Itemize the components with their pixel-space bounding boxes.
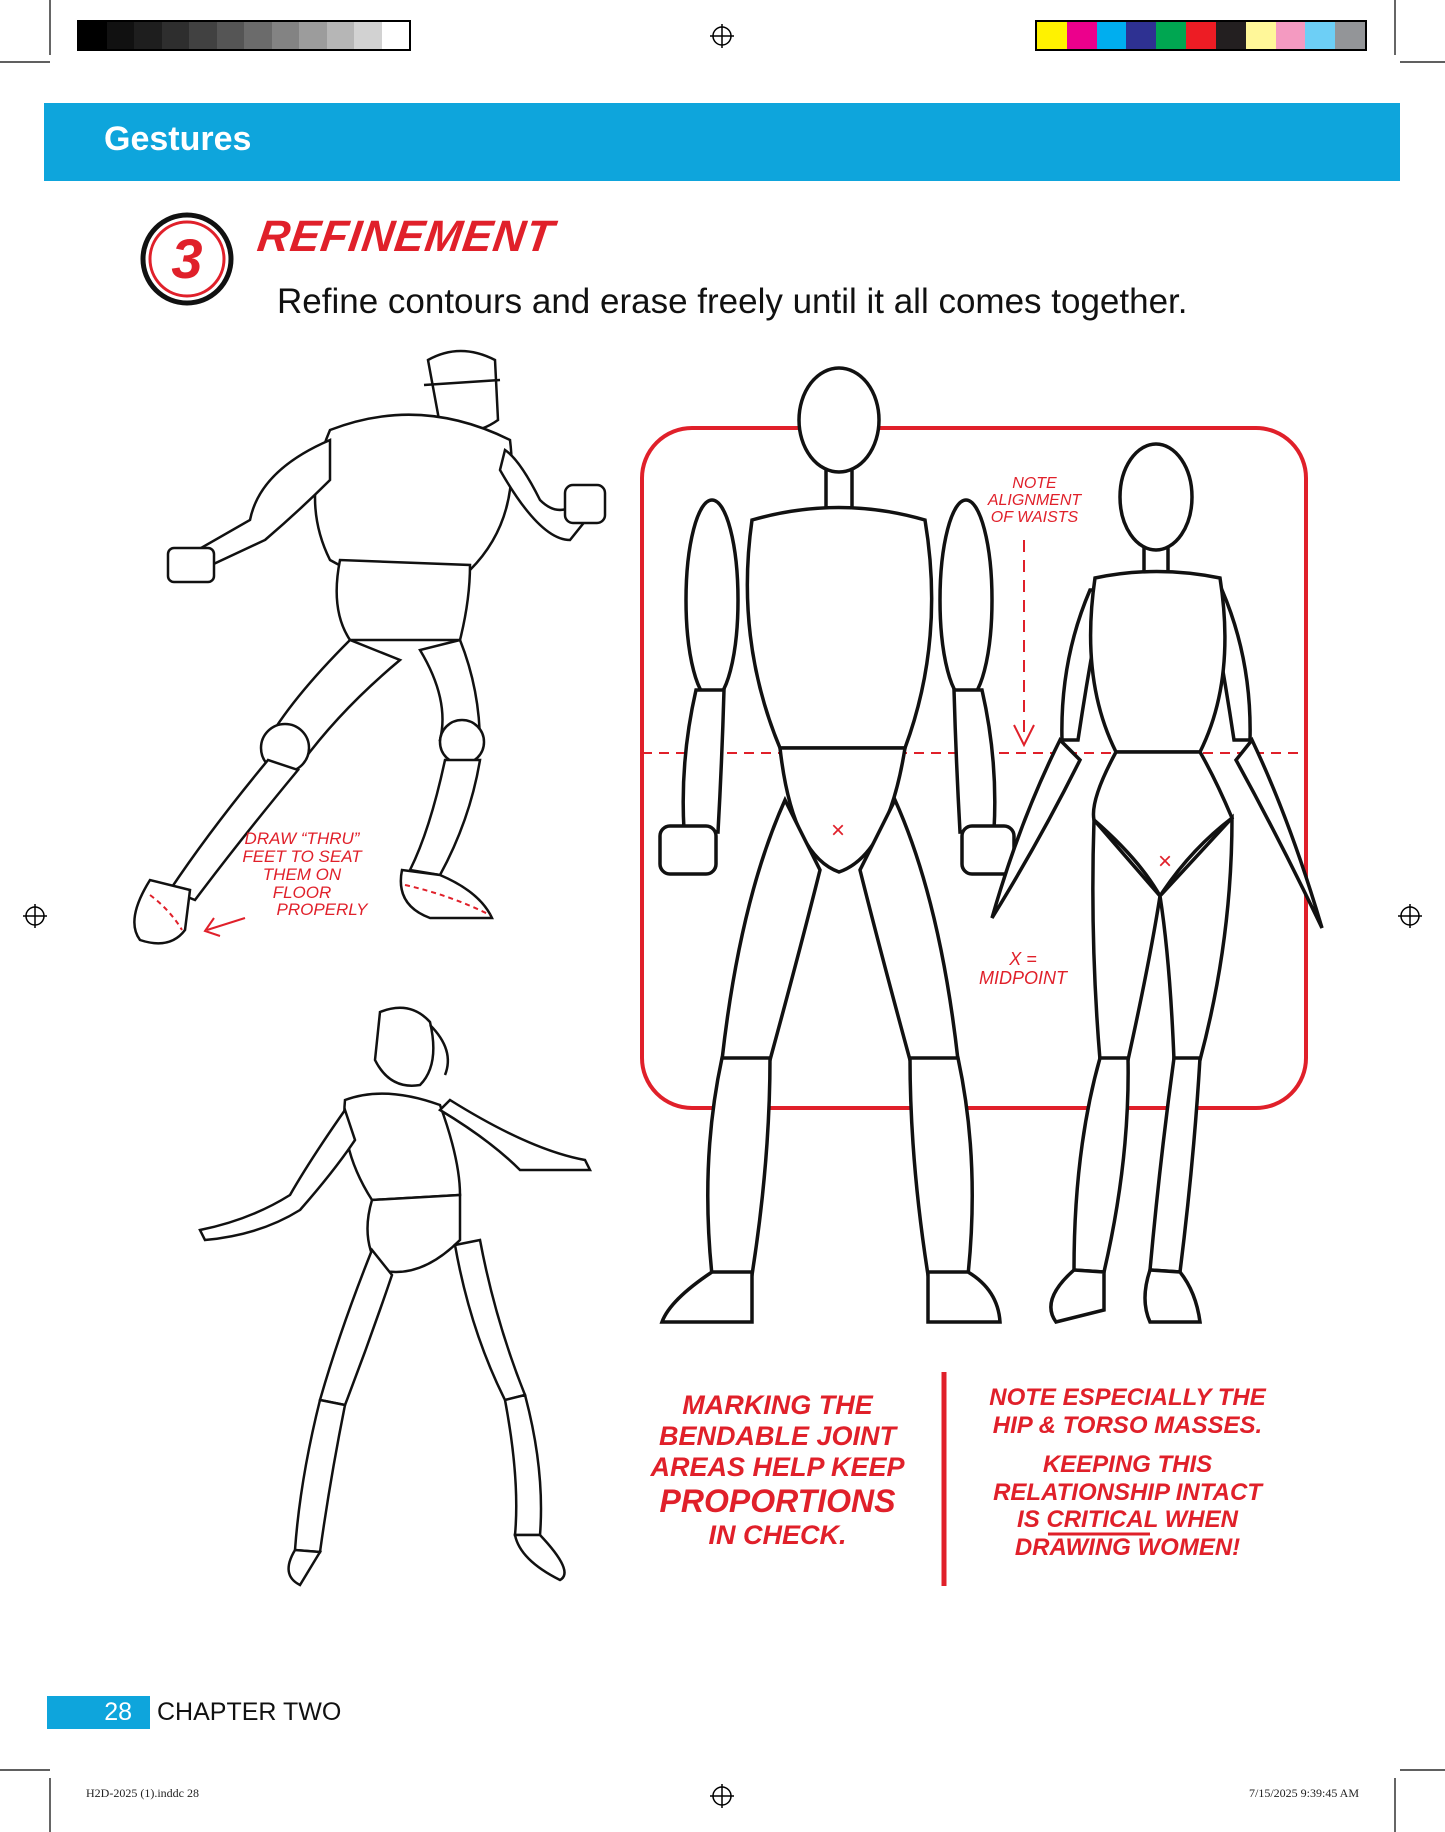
color-swatch [326, 22, 354, 49]
registration-mark-icon [23, 24, 1422, 1808]
note-line: bendable joint [658, 1421, 896, 1452]
slug-timestamp: 7/15/2025 9:39:45 AM [1248, 1786, 1359, 1800]
midpoint-mark-female: × [1158, 848, 1172, 875]
color-swatch [1037, 22, 1067, 49]
note-word: is [1017, 1506, 1040, 1534]
color-swatch [79, 22, 107, 49]
female-mannequin-figure [990, 442, 1324, 1324]
joints-note: Marking the bendable joint areas help ke… [625, 1390, 930, 1551]
chapter-label: CHAPTER TWO [157, 1698, 342, 1726]
midpoint-mark-male: × [831, 817, 845, 844]
color-swatch [106, 22, 134, 49]
annotation-line: properly [276, 900, 368, 920]
color-swatch [1096, 22, 1127, 49]
color-swatch [189, 22, 217, 49]
male-mannequin-figure [658, 366, 1016, 1324]
note-line: areas help keep [650, 1452, 905, 1483]
step-title: Refinement [254, 212, 558, 261]
color-swatch [244, 22, 272, 49]
annotation-line: Midpoint [979, 967, 1067, 988]
color-swatch [1305, 22, 1336, 49]
grayscale-color-bar [77, 20, 411, 51]
annotation-line: Note [1012, 475, 1057, 492]
color-swatch [1126, 22, 1157, 49]
feet-guide-lines [149, 884, 491, 931]
annotation-line: feet to seat [242, 846, 362, 866]
step-number: 3 [171, 227, 203, 290]
slug-filename: H2D-2025 (1).inddc 28 [86, 1786, 199, 1800]
action-female-figure [198, 1006, 593, 1587]
hip-torso-note: Note especially the hip & torso masses. … [955, 1384, 1300, 1562]
waist-arrow-icon [1013, 540, 1035, 748]
page-number: 28 [47, 1696, 150, 1729]
color-swatch [271, 22, 299, 49]
color-swatch [134, 22, 162, 49]
note-line: is critical when [955, 1506, 1300, 1534]
feet-arrow-icon [203, 917, 246, 937]
action-male-figure [133, 349, 607, 945]
color-swatch [216, 22, 244, 49]
midpoint-annotation: X = Midpoint [968, 950, 1078, 988]
color-swatch [381, 22, 409, 49]
waist-annotation: Note alignment of waists [972, 475, 1097, 526]
note-word: when [1164, 1506, 1238, 1534]
critical-word: critical [1046, 1506, 1158, 1534]
annotation-line: alignment [987, 491, 1082, 509]
color-swatch [1066, 22, 1097, 49]
note-line: Keeping this [1042, 1451, 1213, 1479]
note-line: in check. [708, 1519, 847, 1550]
color-swatch [1275, 22, 1306, 49]
note-line: drawing women! [1014, 1533, 1241, 1561]
annotation-line: Draw “thru” [244, 829, 360, 848]
step-number-circle [140, 212, 234, 306]
note-line: proportions [659, 1483, 896, 1520]
process-color-bar [1035, 20, 1367, 51]
color-swatch [354, 22, 382, 49]
annotation-line: X = [1009, 949, 1037, 969]
note-line: hip & torso masses. [992, 1411, 1263, 1439]
note-line: Note especially the [989, 1384, 1266, 1411]
note-line: Marking the [682, 1390, 873, 1420]
section-title: Gestures [104, 120, 252, 158]
color-swatch [1245, 22, 1276, 49]
feet-annotation: Draw “thru” feet to seat them on floor p… [222, 830, 382, 919]
annotation-line: them on [262, 864, 342, 884]
comparison-frame [640, 426, 1308, 1110]
color-swatch [1156, 22, 1187, 49]
annotation-line: of waists [990, 508, 1079, 526]
color-swatch [1186, 22, 1216, 49]
step-subtitle: Refine contours and erase freely until i… [277, 282, 1188, 321]
color-swatch [1215, 22, 1246, 49]
color-swatch [161, 22, 189, 49]
color-swatch [299, 22, 327, 49]
color-swatch [1335, 22, 1365, 49]
note-line: relationship intact [993, 1478, 1262, 1506]
annotation-line: floor [272, 882, 332, 902]
section-header-bar [44, 103, 1400, 181]
